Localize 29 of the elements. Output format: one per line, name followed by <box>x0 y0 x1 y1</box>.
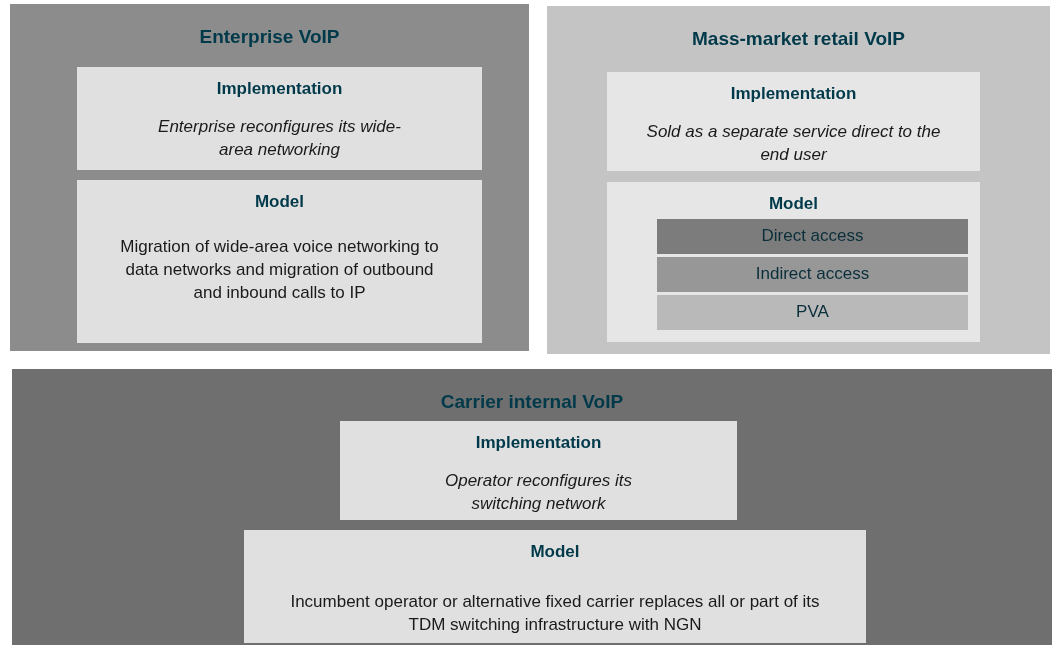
card-description: Operator reconfigures its switching network <box>443 470 634 515</box>
access-row <box>657 219 968 254</box>
card-heading: Model <box>768 194 819 214</box>
card-heading: Implementation <box>216 79 343 99</box>
card-description: Enterprise reconfigures its wide-area networking <box>157 116 402 161</box>
category-panel <box>12 369 1052 645</box>
info-card <box>340 421 737 520</box>
card-description: Incumbent operator or alternative fixed carrier replaces all or part of its TDM switching infrastructure with NGN <box>289 591 821 636</box>
info-card <box>244 530 866 643</box>
card-description: Migration of wide-area voice networking to data networks and migration of outbound and inbound calls to IP <box>119 236 440 304</box>
card-heading: Implementation <box>475 433 602 453</box>
card-heading: Model <box>530 542 580 562</box>
category-panel <box>545 4 1052 356</box>
access-row <box>657 257 968 292</box>
card-heading: Implementation <box>730 84 857 104</box>
info-card <box>77 67 482 170</box>
info-card <box>607 182 980 342</box>
access-row <box>657 295 968 330</box>
panel-title: Carrier internal VoIP <box>440 391 624 413</box>
info-card <box>607 72 980 171</box>
card-heading: Model <box>254 192 305 212</box>
panel-title: Enterprise VoIP <box>199 26 340 48</box>
row-label: Indirect access <box>755 264 870 284</box>
info-card <box>77 180 482 343</box>
category-panel <box>10 4 529 351</box>
row-label: Direct access <box>761 226 864 246</box>
row-label: PVA <box>796 302 829 322</box>
card-description: Sold as a separate service direct to the end user <box>645 121 942 166</box>
panel-title: Mass-market retail VoIP <box>692 28 905 50</box>
